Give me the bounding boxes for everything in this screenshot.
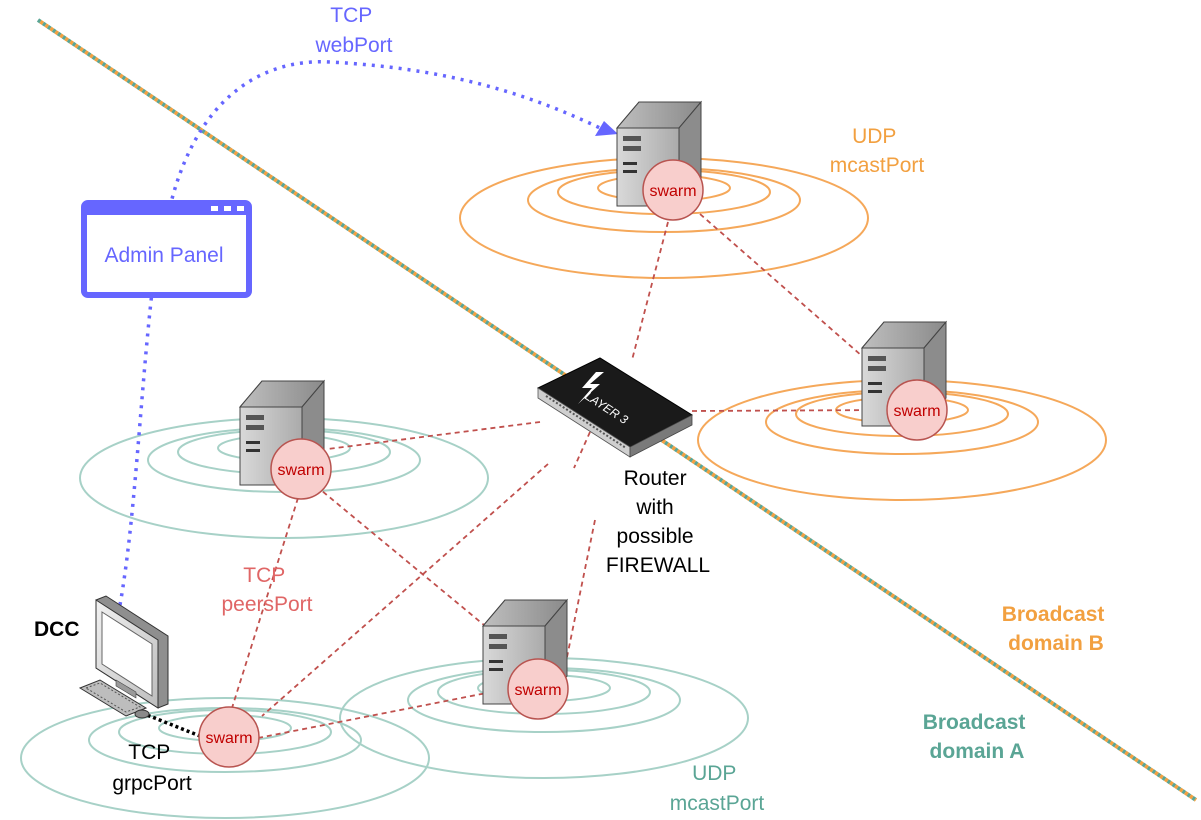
- swarm-label: swarm: [893, 403, 940, 420]
- router-label-line4: FIREWALL: [606, 554, 710, 577]
- swarm-node-right: swarm: [886, 379, 948, 441]
- tcp-webport-line2: webPort: [314, 34, 392, 57]
- admin-web-links: [118, 60, 601, 606]
- tcp-peersport-line1: TCP: [243, 564, 285, 587]
- router-label: Router with possible FIREWALL: [606, 467, 710, 577]
- swarm-node-left: swarm: [270, 438, 332, 500]
- admin-to-server-link: [164, 60, 601, 226]
- dcc-computer: DCC: [34, 595, 169, 719]
- browser-window-icon: [211, 206, 244, 211]
- tcp-peersport-label: TCP peersPort: [221, 564, 312, 616]
- router-label-line2: with: [635, 496, 673, 519]
- swarm-label: swarm: [514, 682, 561, 699]
- router-label-line3: possible: [617, 525, 694, 548]
- broadcast-domain-a-line2: domain A: [930, 740, 1025, 763]
- tcp-peersport-line2: peersPort: [221, 593, 312, 616]
- broadcast-domain-b-line1: Broadcast: [1002, 603, 1105, 626]
- web-link-arrowhead: [595, 121, 618, 136]
- tcp-grpcport-line2: grpcPort: [112, 772, 192, 795]
- tcp-grpcport-line1: TCP: [128, 741, 170, 764]
- tcp-grpcport-label: TCP grpcPort: [112, 741, 192, 795]
- udp-mcastport-b-label: UDP mcastPort: [830, 125, 925, 177]
- router-label-line1: Router: [624, 467, 687, 490]
- swarm-label: swarm: [205, 730, 252, 747]
- tcp-webport-line1: TCP: [330, 4, 372, 27]
- desktop-computer-icon: [78, 595, 169, 719]
- swarm-label: swarm: [649, 183, 696, 200]
- swarm-node-dcc: swarm: [198, 706, 260, 768]
- admin-panel-label: Admin Panel: [104, 244, 223, 267]
- tcp-webport-label: TCP webPort: [314, 4, 392, 57]
- router: LAYER 3 Router with possible FIREWALL: [536, 357, 710, 577]
- admin-panel-window[interactable]: Admin Panel: [81, 200, 252, 298]
- swarm-label: swarm: [277, 462, 324, 479]
- udp-mcastport-a-label: UDP mcastPort: [670, 762, 765, 815]
- swarm-node-top: swarm: [642, 159, 704, 221]
- peer-links: [231, 213, 889, 739]
- udp-mcastport-a-line1: UDP: [692, 762, 736, 785]
- swarm-node-bottom: swarm: [507, 658, 569, 720]
- broadcast-domain-a-line1: Broadcast: [923, 711, 1026, 734]
- layer3-router-icon: LAYER 3: [536, 357, 694, 458]
- dcc-to-admin-link: [118, 291, 154, 606]
- udp-mcastport-b-line1: UDP: [852, 125, 896, 148]
- grpc-link: [141, 711, 201, 738]
- udp-mcastport-b-line2: mcastPort: [830, 154, 925, 177]
- udp-mcastport-a-line2: mcastPort: [670, 792, 765, 815]
- broadcast-domain-b-line2: domain B: [1008, 632, 1104, 655]
- dcc-label: DCC: [34, 618, 80, 641]
- broadcast-domain-a-label: Broadcast domain A: [923, 711, 1032, 763]
- broadcast-domain-b-label: Broadcast domain B: [1002, 603, 1111, 655]
